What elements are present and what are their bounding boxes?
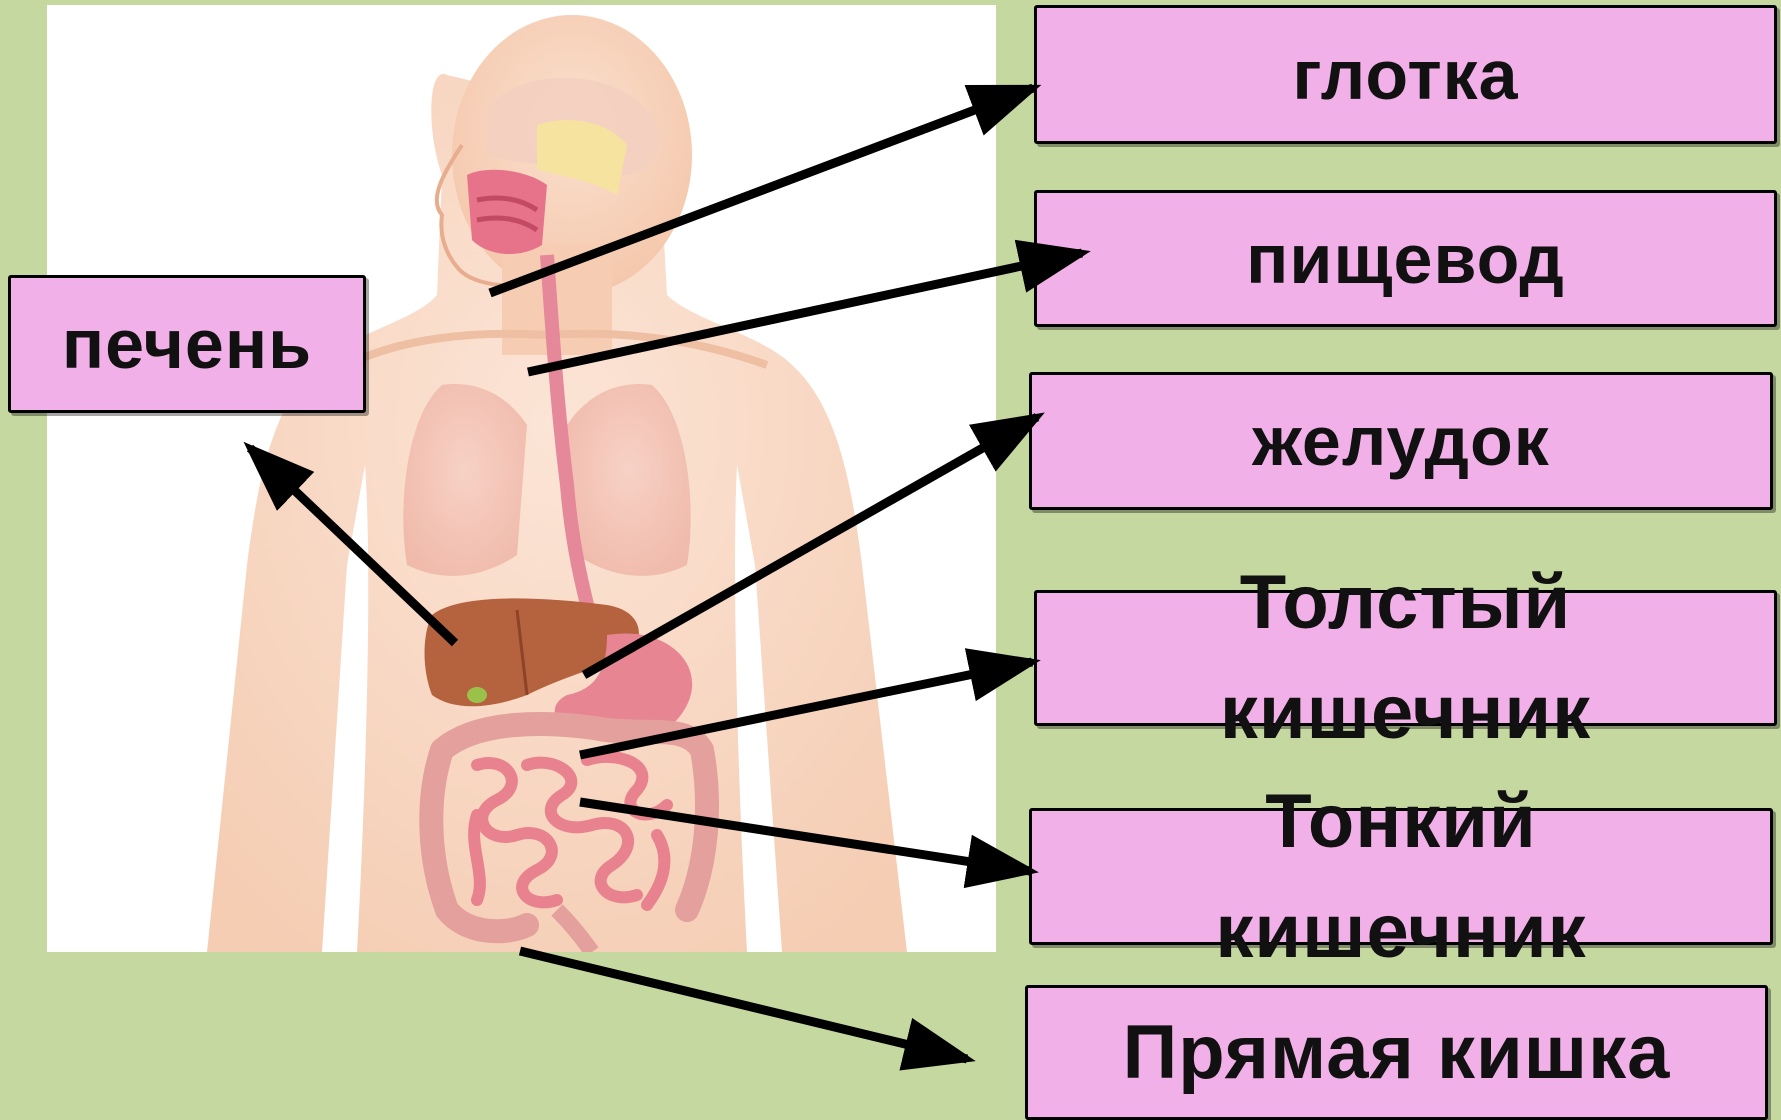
arrow-small-intestine bbox=[580, 802, 1030, 871]
arrow-rectum bbox=[520, 951, 967, 1059]
arrow-esophagus bbox=[528, 253, 1082, 372]
arrow-pharynx bbox=[490, 88, 1033, 293]
arrow-stomach bbox=[584, 417, 1037, 675]
arrow-large-intestine bbox=[580, 662, 1032, 755]
arrow-liver bbox=[250, 448, 455, 643]
